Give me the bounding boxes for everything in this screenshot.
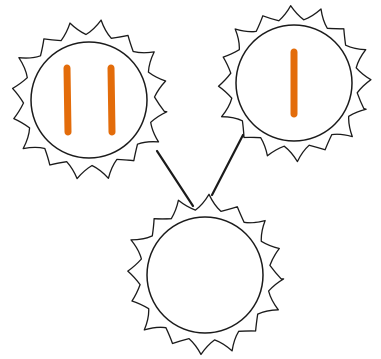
inner-circle [31, 42, 147, 158]
connector-line-top-right-to-bottom [212, 135, 243, 195]
gear-nodes [13, 6, 371, 355]
gear-node-bottom [128, 194, 284, 354]
tally-mark [67, 68, 68, 132]
connector-line-top-left-to-bottom [157, 151, 193, 206]
connector-lines [157, 135, 243, 206]
tally-mark [111, 68, 112, 132]
inner-circle [147, 217, 263, 333]
gear-node-top-left [13, 20, 167, 179]
